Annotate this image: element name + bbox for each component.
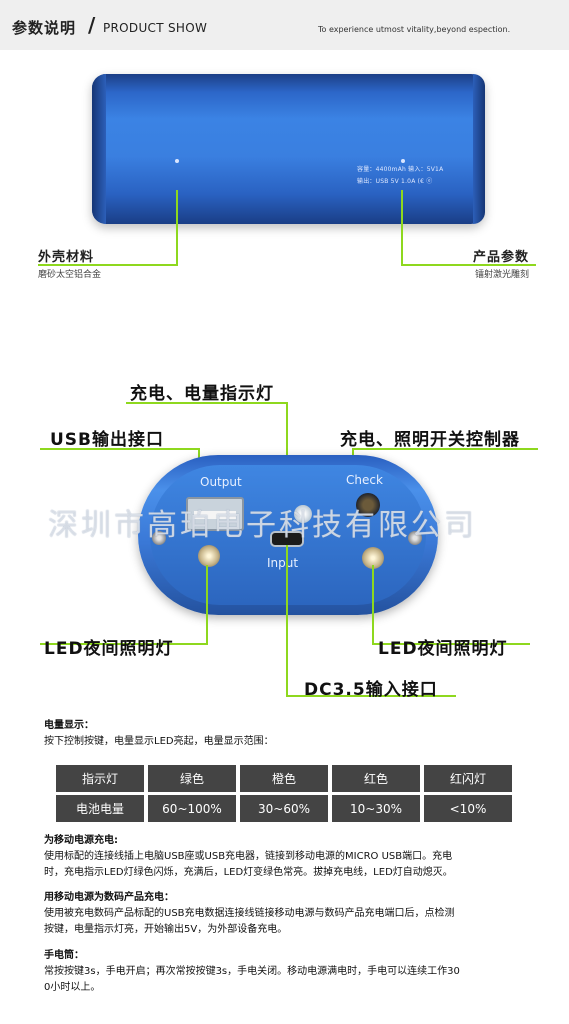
led-left-leader-vertical <box>206 565 208 645</box>
power-display-section: 电量显示： 按下控制按键，电量显示LED亮起，电量显示范围： <box>44 718 534 750</box>
section-heading: 用移动电源为数码产品充电： <box>44 892 174 903</box>
callout-usb-output: USB输出接口 <box>50 430 165 450</box>
spec-marker-dot <box>401 159 405 163</box>
header-slash: / <box>88 13 96 37</box>
power-display-desc: 按下控制按键，电量显示LED亮起，电量显示范围： <box>44 736 274 747</box>
table-cell: 10~30% <box>332 795 420 822</box>
input-port-label: Input <box>267 556 299 570</box>
charge-bank-section: 为移动电源充电: 使用标配的连接线插上电脑USB座或USB充电器，链接到移动电源… <box>44 833 534 881</box>
callout-switch-controller: 充电、照明开关控制器 <box>340 430 520 450</box>
screw-left <box>152 531 166 545</box>
callout-led-right: LED夜间照明灯 <box>378 639 508 659</box>
table-cell: 绿色 <box>148 765 236 792</box>
section-heading: 为移动电源充电: <box>44 835 118 846</box>
section-line: 使用标配的连接线插上电脑USB座或USB充电器，链接到移动电源的MICRO US… <box>44 851 453 862</box>
section-line: 0小时以上。 <box>44 982 101 993</box>
callout-indicator-light: 充电、电量指示灯 <box>130 384 274 404</box>
material-leader-vertical <box>176 190 178 266</box>
table-row: 电池电量 60~100% 30~60% 10~30% <10% <box>56 795 512 822</box>
screw-right <box>408 531 422 545</box>
charge-device-section: 用移动电源为数码产品充电： 使用被充电数码产品标配的USB充电数据连接线链接移动… <box>44 890 534 938</box>
check-control-button[interactable] <box>356 493 380 517</box>
header-tagline: To experience utmost vitality,beyond esp… <box>318 25 511 34</box>
table-cell: 指示灯 <box>56 765 144 792</box>
usb-output-port[interactable] <box>186 497 244 531</box>
dc-leader-vertical <box>286 545 288 697</box>
table-cell: 橙色 <box>240 765 328 792</box>
spec-leader-horizontal <box>401 264 536 266</box>
led-light-left <box>198 545 220 567</box>
company-watermark: 深圳市高珀电子科技有限公司 <box>48 508 477 543</box>
table-cell: 30~60% <box>240 795 328 822</box>
engraved-spec-line-2: 输出：USB 5V 1.0A (€ ⓔ <box>357 178 433 185</box>
end-cap-panel: Output Check Input <box>150 465 426 605</box>
indicator-leader-horizontal <box>126 402 288 404</box>
engraved-spec-line-1: 容量：4400mAh 输入：5V1A <box>357 166 444 173</box>
power-bank-body: 容量：4400mAh 输入：5V1A 输出：USB 5V 1.0A (€ ⓔ <box>92 74 485 224</box>
header-title-en: PRODUCT SHOW <box>103 21 208 35</box>
callout-dc-input: DC3.5输入接口 <box>304 680 438 700</box>
product-side-view: 容量：4400mAh 输入：5V1A 输出：USB 5V 1.0A (€ ⓔ 外… <box>0 50 569 300</box>
table-cell: 电池电量 <box>56 795 144 822</box>
spec-label: 产品参数 <box>473 250 530 265</box>
spec-sub-label: 镭射激光雕刻 <box>475 270 530 280</box>
section-line: 使用被充电数码产品标配的USB充电数据连接线链接移动电源与数码产品充电端口后，点… <box>44 908 455 919</box>
section-line: 时，充电指示LED灯绿色闪烁，充满后，LED灯变绿色常亮。拔掉充电线，LED灯自… <box>44 867 453 878</box>
power-level-table: 指示灯 绿色 橙色 红色 红闪灯 电池电量 60~100% 30~60% 10~… <box>52 762 516 825</box>
power-bank-edge-right <box>473 74 485 224</box>
table-cell: <10% <box>424 795 512 822</box>
power-bank-end-cap: Output Check Input <box>138 455 438 615</box>
page-header: 参数说明 / PRODUCT SHOW To experience utmost… <box>0 0 569 50</box>
flashlight-section: 手电筒： 常按按键3s，手电开启；再次常按按键3s，手电关闭。移动电源满电时，手… <box>44 948 534 996</box>
table-cell: 60~100% <box>148 795 236 822</box>
check-button-label: Check <box>346 473 383 487</box>
power-bank-edge-left <box>92 74 106 224</box>
table-cell: 红色 <box>332 765 420 792</box>
led-right-leader-vertical <box>372 565 374 645</box>
product-end-view: 充电、电量指示灯 USB输出接口 充电、照明开关控制器 Output Check… <box>0 360 569 700</box>
output-port-label: Output <box>200 475 242 489</box>
table-cell: 红闪灯 <box>424 765 512 792</box>
usb-leader-horizontal <box>40 448 200 450</box>
section-heading: 手电筒： <box>44 950 84 961</box>
led-right-leader-horizontal <box>372 643 530 645</box>
section-line: 常按按键3s，手电开启；再次常按按键3s，手电关闭。移动电源满电时，手电可以连续… <box>44 966 460 977</box>
material-sub-label: 磨砂太空铝合金 <box>38 270 102 280</box>
material-label: 外壳材料 <box>38 250 95 265</box>
header-title-cn: 参数说明 <box>12 19 77 37</box>
material-marker-dot <box>175 159 179 163</box>
power-display-heading: 电量显示： <box>44 720 94 731</box>
usb-port-tongue <box>194 511 236 519</box>
indicator-leader-vertical <box>286 402 288 496</box>
led-left-leader-horizontal <box>40 643 208 645</box>
callout-led-left: LED夜间照明灯 <box>44 639 174 659</box>
dc-leader-horizontal <box>286 695 456 697</box>
section-line: 按键，电量指示灯亮，开始输出5V，为外部设备充电。 <box>44 924 288 935</box>
charge-indicator-light <box>294 505 312 523</box>
led-light-right <box>362 547 384 569</box>
table-row: 指示灯 绿色 橙色 红色 红闪灯 <box>56 765 512 792</box>
switch-leader-horizontal <box>352 448 538 450</box>
spec-leader-vertical <box>401 190 403 266</box>
material-leader-horizontal <box>38 264 178 266</box>
